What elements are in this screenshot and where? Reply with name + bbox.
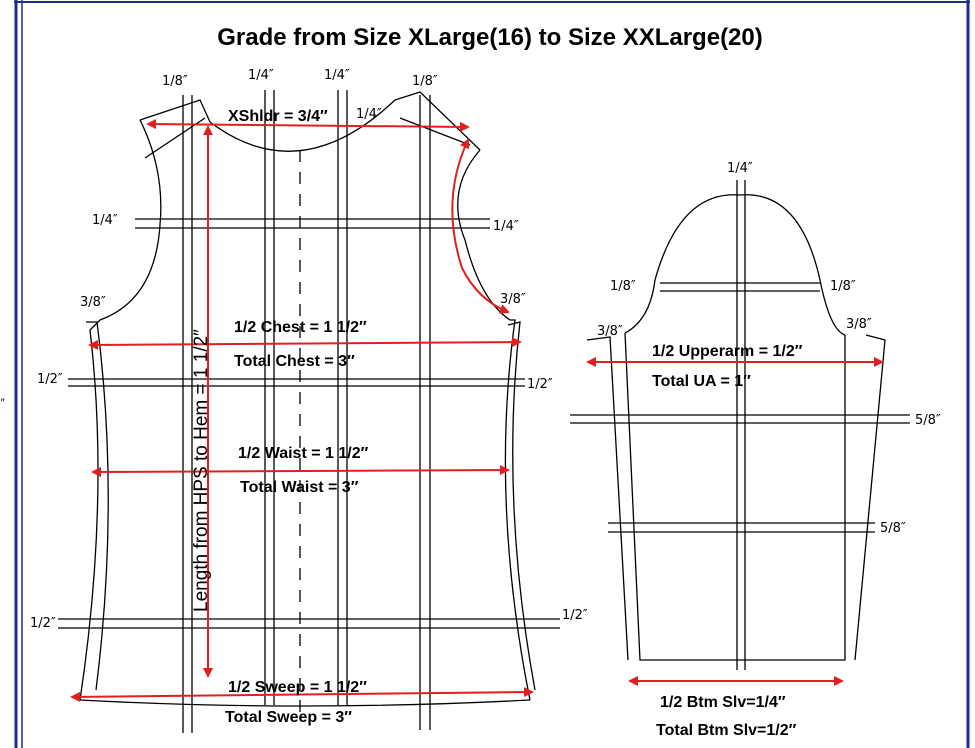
grade-label: 1/4″ [324, 68, 350, 83]
total-sweep-label: Total Sweep = 3″ [225, 709, 352, 726]
grade-label: 1/4″ [727, 161, 753, 176]
grade-label: 1/4″ [493, 219, 519, 234]
total-chest-label: Total Chest = 3″ [234, 353, 355, 370]
half-chest-label: 1/2 Chest = 1 1/2″ [234, 319, 367, 336]
sleeve-outline [570, 180, 910, 670]
half-upperarm-label: 1/2 Upperarm = 1/2″ [652, 343, 803, 360]
grade-label: 1/4″ [92, 213, 118, 228]
diagram-frame [14, 0, 970, 748]
grade-label: 1/2″ [527, 377, 553, 392]
grade-label: 1/8″ [830, 279, 856, 294]
grade-label: 1/8″ [162, 74, 188, 89]
total-waist-label: Total Waist = 3″ [240, 479, 359, 496]
grade-label: 1/8″ [610, 279, 636, 294]
strip-text: ″ [0, 396, 5, 410]
total-btm-slv-label: Total Btm Slv=1/2″ [656, 722, 797, 739]
half-sweep-label: 1/2 Sweep = 1 1/2″ [228, 679, 367, 696]
measurement-arrows [70, 119, 884, 702]
grade-label: 3/8″ [500, 292, 526, 307]
bodice-outline [58, 90, 560, 733]
half-waist-label: 1/2 Waist = 1 1/2″ [238, 445, 369, 462]
total-ua-label: Total UA = 1″ [652, 373, 751, 390]
grade-label: 1/2″ [30, 616, 56, 631]
grade-label: 3/8″ [846, 317, 872, 332]
grade-label: 1/8″ [412, 74, 438, 89]
page-title: Grade from Size XLarge(16) to Size XXLar… [217, 24, 763, 51]
grade-label: 5/8″ [915, 413, 941, 428]
grade-label: 1/2″ [562, 608, 588, 623]
grade-label: 1/4″ [356, 107, 382, 122]
frame-border [14, 0, 970, 748]
half-btm-slv-label: 1/2 Btm Slv=1/4″ [660, 694, 786, 711]
grade-label: 5/8″ [880, 521, 906, 536]
length-label: Length from HPS to Hem = 1 1/2″ [191, 329, 212, 612]
grade-label: 3/8″ [597, 324, 623, 339]
grade-label: 1/4″ [248, 68, 274, 83]
xshldr-label: XShldr = 3/4″ [228, 108, 328, 125]
grade-label: 3/8″ [80, 295, 106, 310]
grade-label: 1/2″ [37, 372, 63, 387]
